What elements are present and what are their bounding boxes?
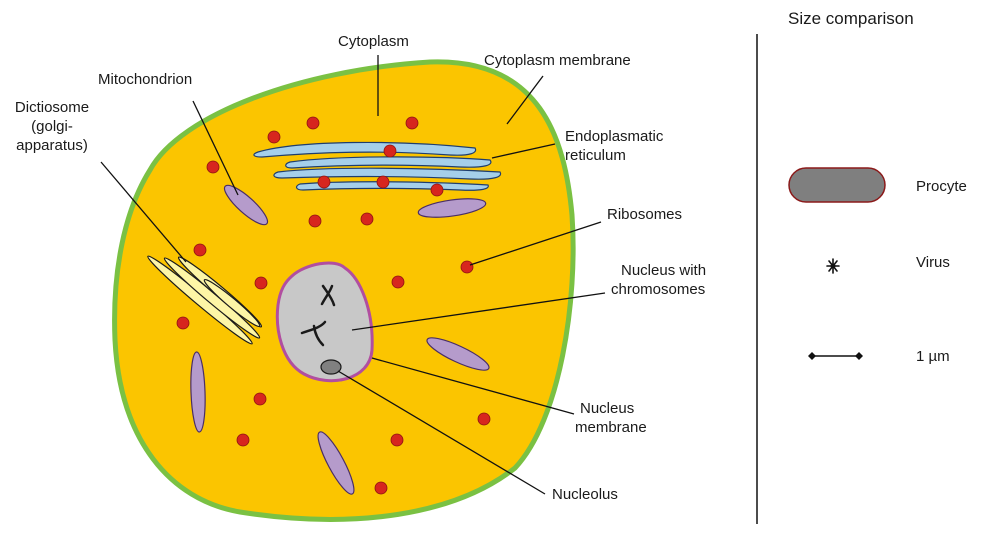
ribosome [194,244,206,256]
ribosome [375,482,387,494]
ribosome [254,393,266,405]
ribosome [361,213,373,225]
label-nucleus-membrane-line-1: Nucleus [580,400,634,417]
label-cytoplasm-membrane: Cytoplasm membrane [484,52,631,69]
label-dictiosome-line-1: Dictiosome [15,99,89,116]
ribosome [318,176,330,188]
ribosome [478,413,490,425]
label-nucleolus: Nucleolus [552,486,618,503]
ribosome [207,161,219,173]
ribosome [406,117,418,129]
size-comparison-panel: Size comparison Procyte Virus 1 µm [788,9,967,365]
scale-bar-label: 1 µm [916,348,950,365]
label-dictiosome-line-2: (golgi- [31,118,73,135]
label-mitochondrion: Mitochondrion [98,71,192,88]
label-ribosomes: Ribosomes [607,206,682,223]
label-er-line-1: Endoplasmatic [565,128,664,145]
label-nucleus-line-1: Nucleus with [621,262,706,279]
label-cytoplasm: Cytoplasm [338,33,409,50]
ribosome [377,176,389,188]
ribosome [177,317,189,329]
procyte-shape [789,168,885,202]
ribosome [255,277,267,289]
virus-icon [827,259,839,273]
label-dictiosome-line-3: apparatus) [16,137,88,154]
ribosome [384,145,396,157]
scale-bar-1um [808,352,863,360]
ribosome [392,276,404,288]
size-comparison-title: Size comparison [788,9,914,28]
ribosome [307,117,319,129]
nucleolus [321,360,341,374]
procyte-label: Procyte [916,178,967,195]
ribosome [461,261,473,273]
ribosome [391,434,403,446]
ribosome [309,215,321,227]
label-nucleus-membrane-line-2: membrane [575,419,647,436]
ribosome [237,434,249,446]
ribosome [431,184,443,196]
ribosome [268,131,280,143]
label-er-line-2: reticulum [565,147,626,164]
virus-label: Virus [916,254,950,271]
label-nucleus-line-2: chromosomes [611,281,705,298]
nucleus [277,263,372,381]
